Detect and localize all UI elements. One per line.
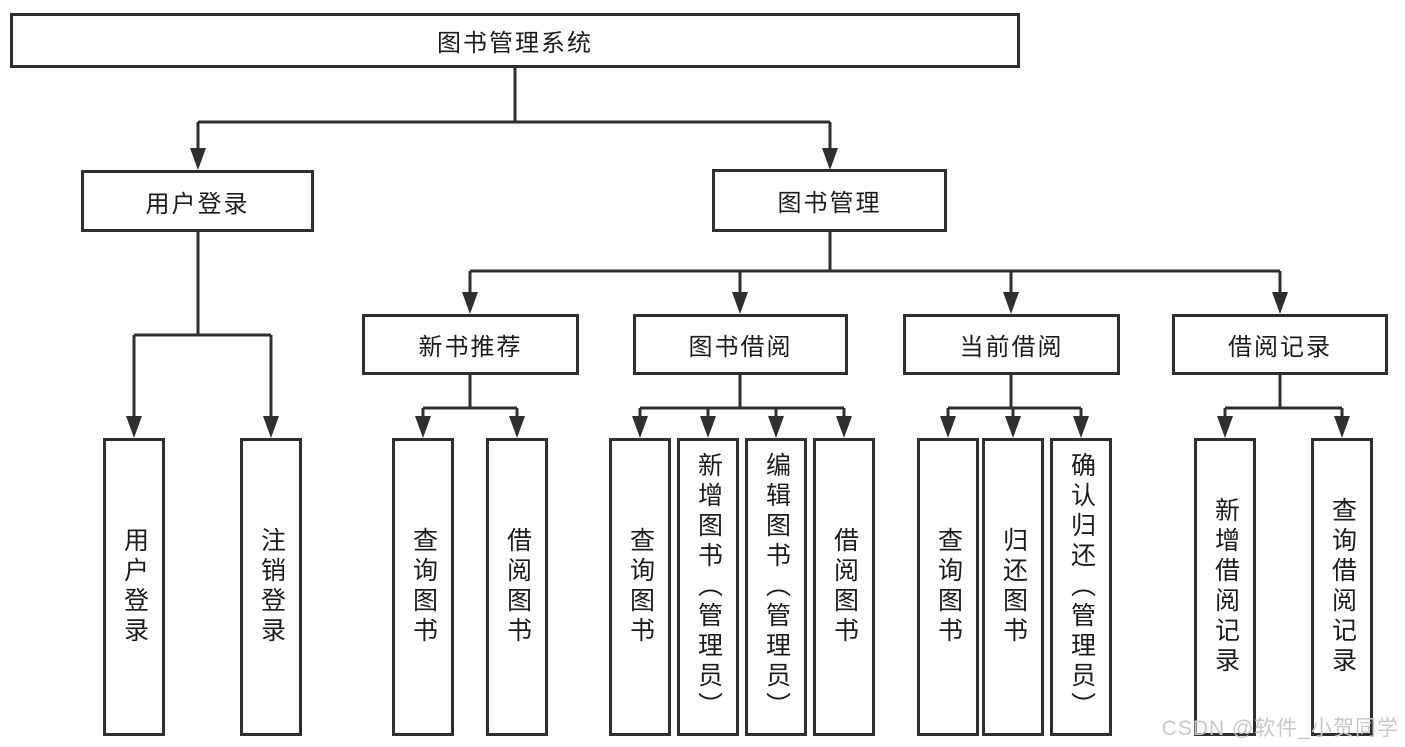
arrowhead (1003, 292, 1019, 314)
arrowhead (509, 416, 525, 438)
leaf-label: 查询图书 (409, 527, 438, 647)
leaf-label: 注销登录 (257, 527, 286, 647)
node-book-borrow: 图书借阅 (633, 314, 848, 375)
node-root: 图书管理系统 (10, 13, 1020, 68)
leaf-borrow-borrow-books: 借阅图书 (813, 438, 875, 736)
node-book-management: 图书管理 (712, 169, 947, 232)
leaf-records-add-record: 新增借阅记录 (1194, 438, 1256, 736)
arrowhead (1073, 416, 1089, 438)
arrowhead (1217, 416, 1233, 438)
node-new-book-recommend: 新书推荐 (362, 314, 579, 375)
leaf-current-query-books: 查询图书 (917, 438, 979, 736)
arrowhead (190, 148, 206, 170)
leaf-label: 新增借阅记录 (1211, 497, 1240, 677)
node-current-borrow: 当前借阅 (903, 314, 1120, 375)
connector-root-to-level2 (196, 68, 832, 152)
leaf-label: 查询图书 (626, 527, 655, 647)
arrowhead (126, 416, 142, 438)
leaf-newbook-query-books: 查询图书 (392, 438, 454, 736)
leaf-current-return-books: 归还图书 (982, 438, 1044, 736)
connector-borrow-to-leaves (638, 375, 846, 420)
arrowhead (768, 416, 784, 438)
arrowhead (836, 416, 852, 438)
leaf-label: 用户登录 (120, 527, 149, 647)
connector-bookmgmt-to-level3 (468, 232, 1282, 296)
leaf-label: 查询借阅记录 (1328, 497, 1357, 677)
arrowhead (940, 416, 956, 438)
connector-paths (132, 68, 1344, 420)
arrowhead (1272, 292, 1288, 314)
arrowhead (263, 416, 279, 438)
arrowhead (700, 416, 716, 438)
arrowhead (1005, 416, 1021, 438)
arrowheads (126, 148, 1350, 438)
arrowhead (822, 148, 838, 170)
leaf-borrow-edit-books-admin: 编辑图书（管理员） (745, 438, 807, 736)
arrowhead (632, 416, 648, 438)
leaf-label: 借阅图书 (503, 527, 532, 647)
leaf-label: 借阅图书 (830, 527, 859, 647)
arrowhead (415, 416, 431, 438)
connector-userlogin-to-leaves (132, 232, 273, 420)
leaf-user-login: 用户登录 (103, 438, 165, 736)
connector-newbook-to-leaves (421, 375, 519, 420)
arrowhead (462, 292, 478, 314)
node-borrow-records: 借阅记录 (1172, 314, 1388, 375)
connector-records-to-leaves (1223, 375, 1344, 420)
arrowhead (1334, 416, 1350, 438)
leaf-label: 确认归还（管理员） (1067, 452, 1096, 722)
arrowhead (732, 292, 748, 314)
node-user-login: 用户登录 (81, 170, 314, 232)
connector-current-to-leaves (946, 375, 1083, 420)
leaf-label: 新增图书（管理员） (694, 452, 723, 722)
leaf-label: 编辑图书（管理员） (762, 452, 791, 722)
leaf-records-query-record: 查询借阅记录 (1311, 438, 1373, 736)
leaf-borrow-query-books: 查询图书 (609, 438, 671, 736)
leaf-current-confirm-return-admin: 确认归还（管理员） (1050, 438, 1112, 736)
leaf-label: 查询图书 (934, 527, 963, 647)
csdn-watermark: CSDN @软件_小贺同学 (1161, 717, 1399, 740)
leaf-logout: 注销登录 (240, 438, 302, 736)
leaf-newbook-borrow-books: 借阅图书 (486, 438, 548, 736)
leaf-label: 归还图书 (999, 527, 1028, 647)
leaf-borrow-add-books-admin: 新增图书（管理员） (677, 438, 739, 736)
